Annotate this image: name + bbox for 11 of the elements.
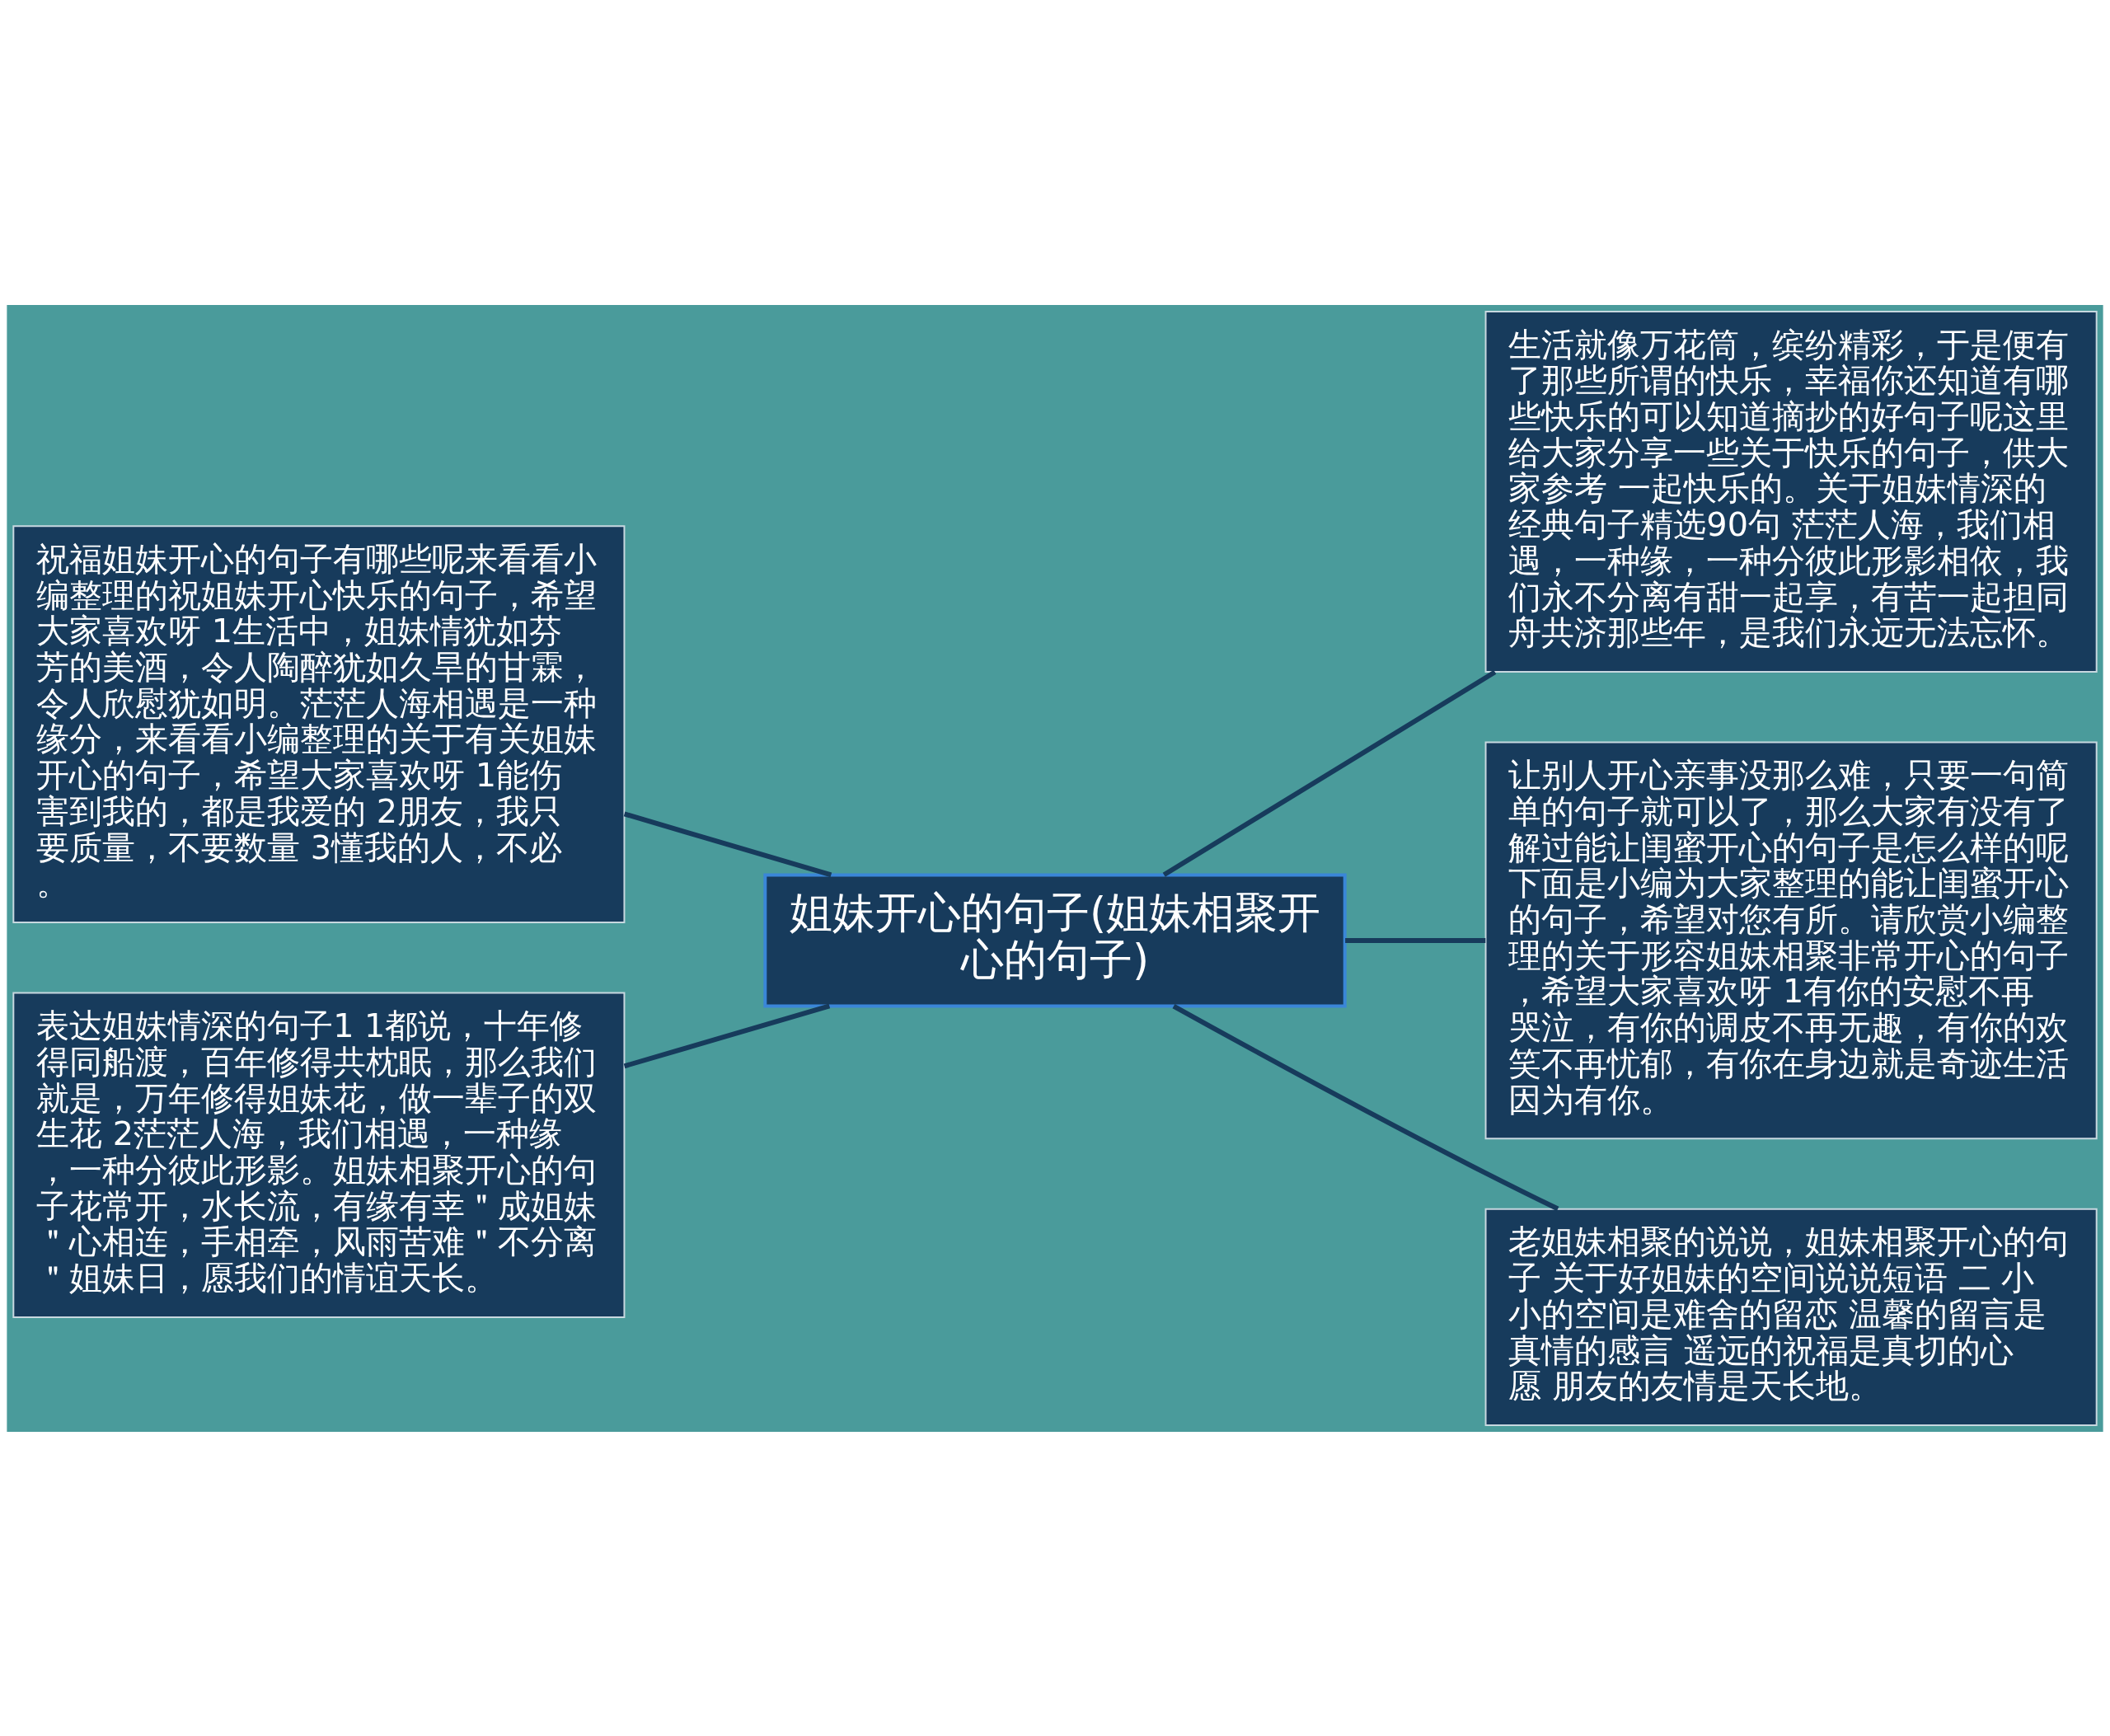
connector xyxy=(1345,937,1486,943)
node-box: 姐妹开心的句子(姐妹相聚开心的句子) xyxy=(763,872,1347,1007)
connector xyxy=(623,1003,831,1068)
connector xyxy=(623,811,832,877)
node-box: 表达姐妹情深的句子1 1都说，十年修得同船渡，百年修得共枕眠，那么我们就是，万年修得姐妹花，做一辈子的双生花 2茫茫人海，我们相遇，一种缘，一种分彼此形影。姐妹相聚开心的句子花常开，水长流，有缘有幸＂成姐妹＂心相连，手相牵，风雨苦难＂不分离＂姐妹日，愿我们的情谊天长。 xyxy=(12,992,626,1318)
node-box: 老姐妹相聚的说说，姐妹相聚开心的句子 关于好姐妹的空间说说短语 二 小小的空间是难舍的留恋 温馨的留言是真情的感言 遥远的祝福是真切的心愿 朋友的友情是天长地。 xyxy=(1484,1208,2098,1426)
node-box: 让别人开心亲事没那么难，只要一句简单的句子就可以了，那么大家有没有了解过能让闺蜜开心的句子是怎么样的呢下面是小编为大家整理的能让闺蜜开心的句子，希望对您有所。请欣赏小编整理的关于形容姐妹相聚非常开心的句子，希望大家喜欢呀 1有你的安慰不再哭泣，有你的调皮不再无趣，有你的欢笑不再忧郁，有你在身边就是奇迹生活因为有你。 xyxy=(1484,741,2098,1139)
node-box: 生活就像万花筒，缤纷精彩，于是便有了那些所谓的快乐，幸福你还知道有哪些快乐的可以知道摘抄的好句子呢这里给大家分享一些关于快乐的句子，供大家参考 一起快乐的。关于姐妹情深的经典句子精选90句 茫茫人海，我们相遇，一种缘，一种分彼此形影相依，我们永不分离有甜一起享，有苦一起担同舟共济那些年，是我们永远无法忘怀。 xyxy=(1484,310,2098,673)
connector xyxy=(1162,669,1497,877)
node-box: 祝福姐妹开心的句子有哪些呢来看看小编整理的祝姐妹开心快乐的句子，希望大家喜欢呀 1生活中，姐妹情犹如芬芳的美酒，令人陶醉犹如久旱的甘霖，令人欣慰犹如明。茫茫人海相遇是一种缘分，来看看小编整理的关于有关姐妹开心的句子，希望大家喜欢呀 1能伤害到我的，都是我爱的 2朋友，我只要质量，不要数量 3懂我的人，不必。 xyxy=(12,524,626,923)
connector xyxy=(1172,1003,1559,1211)
